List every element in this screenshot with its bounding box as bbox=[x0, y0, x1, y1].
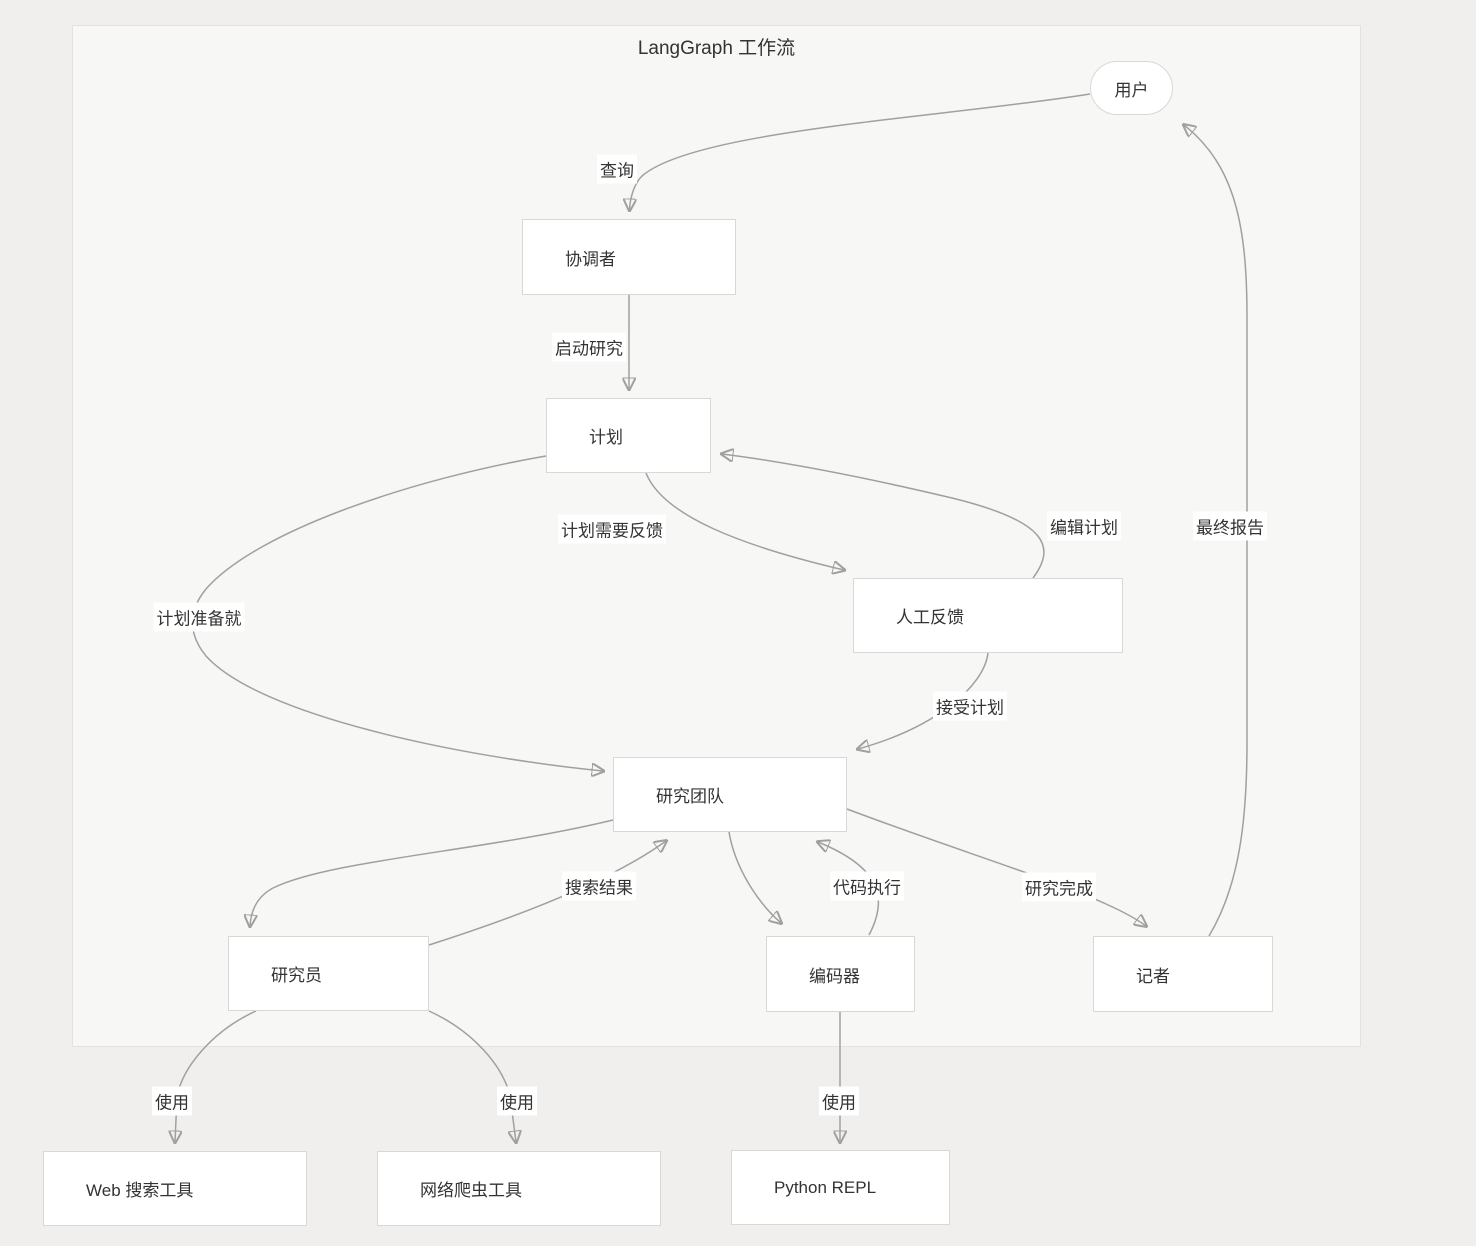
node-web-crawler-tool-label: 网络爬虫工具 bbox=[420, 1181, 522, 1200]
node-reporter: 记者 bbox=[1093, 936, 1273, 1012]
node-researcher-label: 研究员 bbox=[271, 966, 322, 985]
node-plan: 计划 bbox=[546, 398, 711, 473]
edge-label-use-web-crawler: 使用 bbox=[497, 1086, 537, 1116]
edge-label-plan-needs-feedback: 计划需要反馈 bbox=[558, 514, 666, 544]
node-coder-label: 编码器 bbox=[809, 966, 860, 986]
edge-label-research-complete: 研究完成 bbox=[1022, 872, 1096, 902]
node-reporter-label: 记者 bbox=[1136, 966, 1170, 986]
node-web-crawler-tool: 网络爬虫工具 bbox=[377, 1151, 661, 1226]
node-python-repl: Python REPL bbox=[731, 1150, 950, 1225]
edge-label-use-python-repl: 使用 bbox=[819, 1086, 859, 1116]
node-human-feedback: 人工反馈 bbox=[853, 578, 1123, 653]
edge-label-search-results: 搜索结果 bbox=[562, 871, 636, 901]
node-user: 用户 bbox=[1090, 61, 1173, 115]
node-user-label: 用户 bbox=[1114, 80, 1149, 100]
subgraph-langgraph-workflow: LangGraph 工作流 bbox=[72, 25, 1361, 1047]
node-web-search-tool-label: Web 搜索工具 bbox=[86, 1181, 194, 1200]
edge-label-accept-plan: 接受计划 bbox=[933, 691, 1007, 721]
node-research-team-label: 研究团队 bbox=[656, 787, 724, 806]
node-plan-label: 计划 bbox=[589, 428, 623, 447]
subgraph-title: LangGraph 工作流 bbox=[637, 38, 796, 59]
edge-label-start-research: 启动研究 bbox=[552, 332, 626, 362]
node-python-repl-label: Python REPL bbox=[774, 1177, 877, 1197]
node-research-team: 研究团队 bbox=[613, 757, 847, 832]
node-coordinator-label: 协调者 bbox=[565, 249, 616, 269]
edge-label-use-web-search: 使用 bbox=[152, 1086, 192, 1116]
node-web-search-tool: Web 搜索工具 bbox=[43, 1151, 307, 1226]
node-coder: 编码器 bbox=[766, 936, 915, 1012]
edge-label-final-report: 最终报告 bbox=[1193, 511, 1267, 541]
edge-label-edit-plan: 编辑计划 bbox=[1047, 511, 1121, 541]
node-researcher: 研究员 bbox=[228, 936, 429, 1011]
edge-label-code-execution: 代码执行 bbox=[830, 871, 904, 901]
node-human-feedback-label: 人工反馈 bbox=[896, 608, 964, 627]
edge-label-plan-ready: 计划准备就 bbox=[153, 602, 245, 632]
edge-label-query: 查询 bbox=[597, 154, 637, 184]
node-coordinator: 协调者 bbox=[522, 219, 736, 295]
